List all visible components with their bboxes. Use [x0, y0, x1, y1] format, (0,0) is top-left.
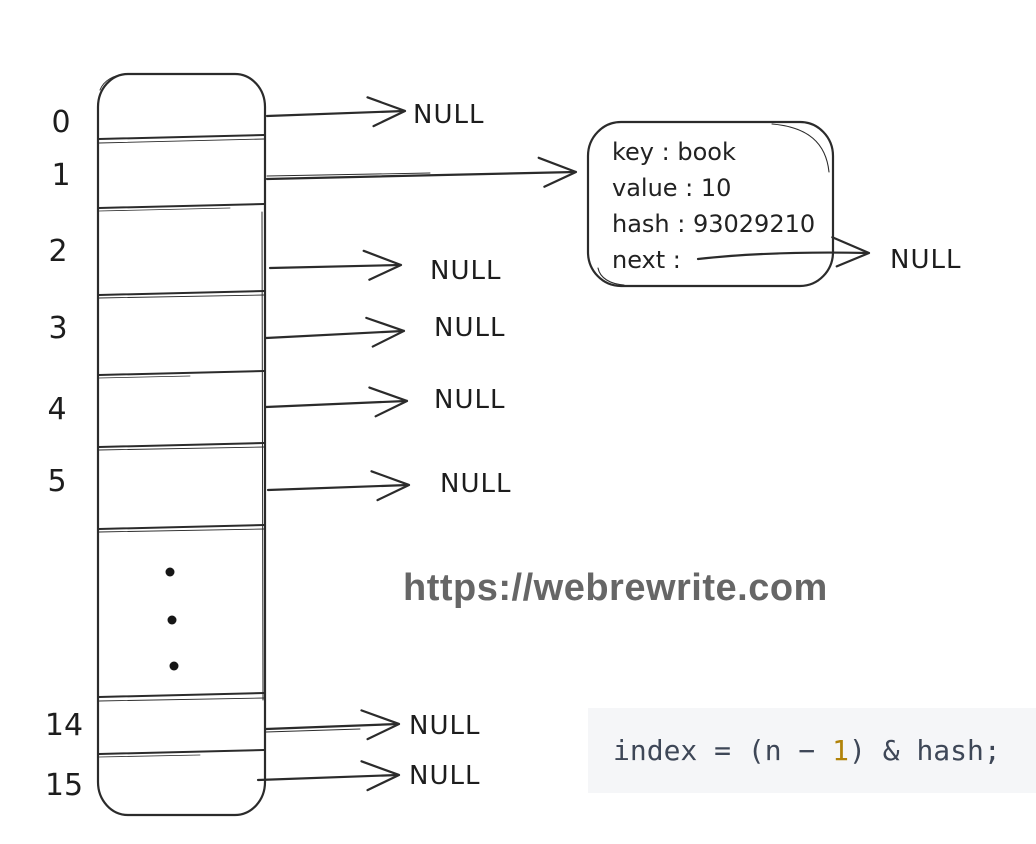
arrow-bucket14-null — [264, 709, 401, 741]
arrow-bucket0-null — [265, 96, 407, 128]
node-field-next: next : — [612, 246, 681, 274]
arrow-bucket15-null — [256, 760, 401, 792]
bucket-index-14: 14 — [44, 708, 84, 743]
null-label-bucket3: NULL — [434, 313, 506, 343]
bucket-index-15: 15 — [44, 768, 84, 803]
pointer-arrows — [256, 96, 871, 792]
arrow-bucket1-node — [265, 156, 578, 188]
null-label-bucket5: NULL — [440, 469, 512, 499]
node-field-hash: hash : 93029210 — [612, 210, 816, 238]
node-field-key: key : book — [612, 138, 736, 166]
bucket-index-5: 5 — [47, 464, 67, 499]
null-label-bucket2: NULL — [430, 256, 502, 286]
code-segment-before: index = (n − — [613, 734, 833, 767]
arrow-bucket5-null — [266, 470, 411, 502]
node-box-outline — [586, 120, 835, 288]
bucket-index-1: 1 — [51, 158, 71, 193]
arrow-bucket14-echo — [265, 728, 361, 733]
arrow-bucket1-echo — [266, 172, 431, 177]
node-field-value: value : 10 — [612, 174, 732, 202]
ellipsis-dots — [165, 567, 179, 671]
bucket-index-2: 2 — [48, 234, 68, 269]
null-label-bucket15: NULL — [409, 761, 481, 791]
null-label-bucket4: NULL — [434, 385, 506, 415]
arrow-bucket3-null — [264, 316, 406, 348]
code-segment-after: ) & hash; — [849, 734, 1001, 767]
arrow-next-null — [696, 236, 871, 268]
bucket-index-0: 0 — [51, 105, 71, 140]
arrow-bucket2-null — [268, 249, 403, 281]
null-label-bucket14: NULL — [409, 711, 481, 741]
bucket-dividers — [98, 134, 265, 758]
watermark-url: https://webrewrite.com — [403, 567, 828, 609]
code-snippet: index = (n − 1) & hash; — [588, 708, 1036, 793]
bucket-index-4: 4 — [47, 392, 67, 427]
null-label-next: NULL — [890, 245, 962, 275]
null-label-bucket0: NULL — [413, 100, 485, 130]
bucket-index-3: 3 — [48, 311, 68, 346]
code-highlight-one: 1 — [832, 734, 850, 767]
arrow-bucket4-null — [264, 386, 409, 418]
bucket-array-outline — [96, 72, 267, 817]
